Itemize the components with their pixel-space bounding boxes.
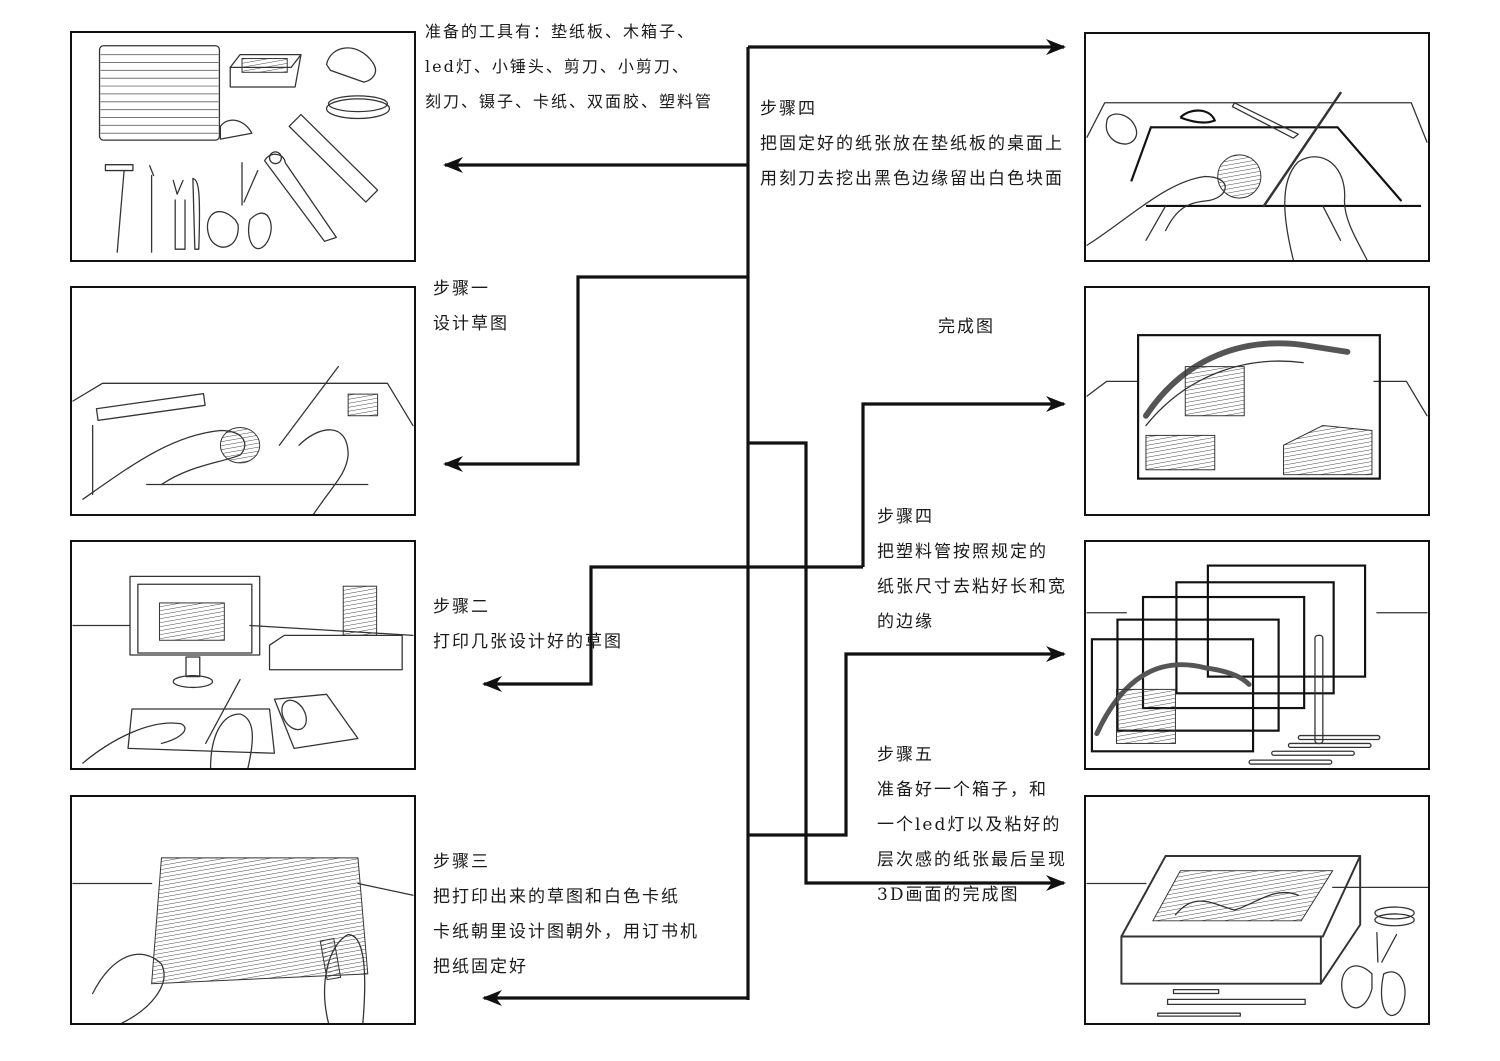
step2-line: 打印几张设计好的草图	[433, 632, 623, 652]
step1-line: 设计草图	[433, 314, 509, 334]
panel-step3	[70, 795, 416, 1025]
panel-step5	[1084, 795, 1430, 1025]
panel-tools	[70, 31, 416, 262]
finished-text: 完成图	[938, 310, 995, 345]
step4b-text: 步骤四 把塑料管按照规定的 纸张尺寸去粘好长和宽 的边缘	[877, 500, 1067, 640]
step5-heading: 步骤五	[877, 745, 934, 765]
step3-line: 把打印出来的草图和白色卡纸	[433, 887, 680, 907]
step1-heading: 步骤一	[433, 279, 490, 299]
computer-printer-icon	[72, 575, 414, 768]
tools-line: 准备的工具有：垫纸板、木箱子、	[425, 22, 696, 41]
tools-line: 刻刀、镊子、卡纸、双面胶、塑料管	[425, 92, 714, 111]
step5-line: 3D画面的完成图	[877, 885, 1020, 905]
step5-line: 一个led灯以及粘好的	[877, 815, 1062, 835]
step4b-line: 的边缘	[877, 612, 934, 632]
sketching-hands-icon	[72, 365, 414, 514]
step4a-heading: 步骤四	[760, 99, 817, 119]
step3-line: 把纸固定好	[433, 957, 528, 977]
lightbox-icon	[1086, 854, 1428, 1017]
step2-heading: 步骤二	[433, 597, 490, 617]
panel-step4b	[1084, 540, 1430, 770]
step3-line: 卡纸朝里设计图朝外，用订书机	[433, 922, 699, 942]
panel-finished	[1084, 286, 1430, 516]
tools-illustration-icon	[98, 45, 391, 253]
step4b-line: 把塑料管按照规定的	[877, 542, 1048, 562]
step4b-line: 纸张尺寸去粘好长和宽	[877, 577, 1067, 597]
panel-step4a	[1084, 32, 1430, 262]
bridge-artwork-icon	[1086, 334, 1428, 480]
step4a-line: 把固定好的纸张放在垫纸板的桌面上	[760, 134, 1064, 154]
step4b-heading: 步骤四	[877, 507, 934, 527]
step3-heading: 步骤三	[433, 852, 490, 872]
layered-sheets-icon	[1086, 564, 1428, 765]
step5-text: 步骤五 准备好一个箱子，和 一个led灯以及粘好的 层次感的纸张最后呈现 3D画…	[877, 738, 1067, 913]
panel-step2	[70, 540, 416, 770]
step5-line: 准备好一个箱子，和	[877, 780, 1048, 800]
step2-text: 步骤二 打印几张设计好的草图	[433, 590, 623, 660]
step5-line: 层次感的纸张最后呈现	[877, 850, 1067, 870]
step3-text: 步骤三 把打印出来的草图和白色卡纸 卡纸朝里设计图朝外，用订书机 把纸固定好	[433, 845, 699, 985]
tools-line: led灯、小锤头、剪刀、小剪刀、	[425, 57, 690, 76]
tools-list-text: 准备的工具有：垫纸板、木箱子、 led灯、小锤头、剪刀、小剪刀、 刻刀、镊子、卡…	[425, 14, 713, 119]
step4a-text: 步骤四 把固定好的纸张放在垫纸板的桌面上 用刻刀去挖出黑色边缘留出白色块面	[760, 92, 1064, 197]
panel-step1	[70, 286, 416, 516]
finished-heading: 完成图	[938, 317, 995, 337]
step1-text: 步骤一 设计草图	[433, 272, 509, 342]
stapling-paper-icon	[72, 857, 414, 1023]
carving-knife-icon	[1086, 91, 1428, 260]
step4a-line: 用刻刀去挖出黑色边缘留出白色块面	[760, 169, 1064, 189]
